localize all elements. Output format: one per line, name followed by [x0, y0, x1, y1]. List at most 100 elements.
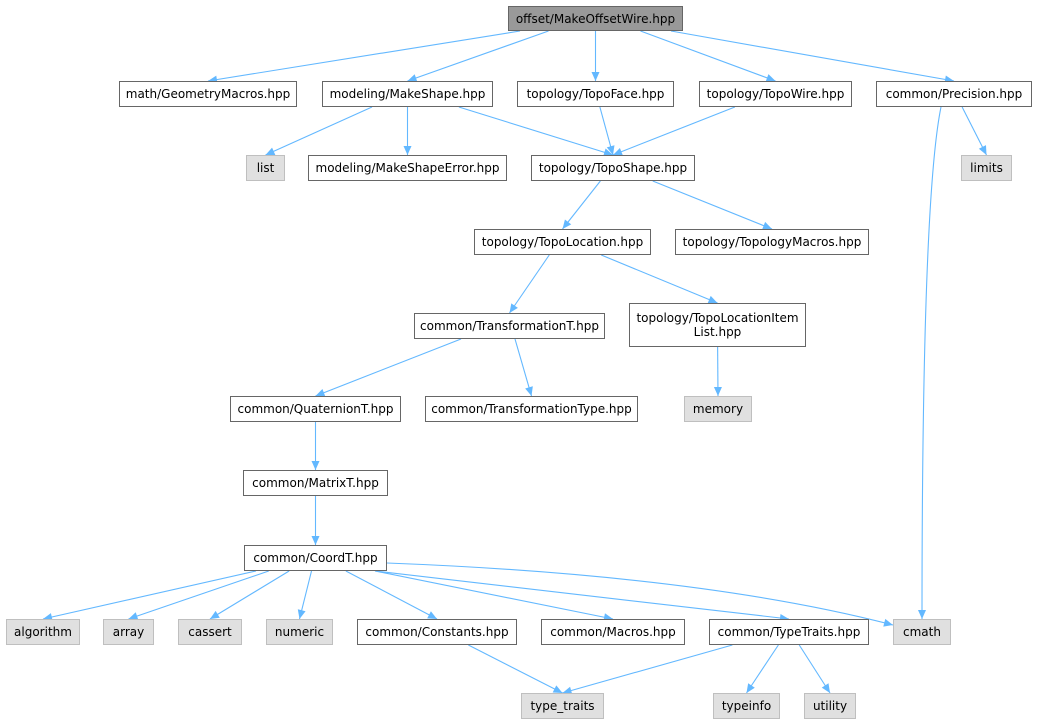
edge-root-to-topo_wire — [640, 30, 776, 82]
node-label: topology/TopoShape.hpp — [538, 161, 688, 175]
node-list[interactable]: list — [246, 155, 285, 181]
edge-topo_location-to-transformation_t — [509, 254, 550, 314]
node-label: typeinfo — [721, 699, 772, 713]
node-label: common/CoordT.hpp — [253, 551, 378, 565]
node-topo-face[interactable]: topology/TopoFace.hpp — [517, 81, 674, 107]
node-label: topology/TopoLocation.hpp — [481, 235, 644, 249]
node-transformation-type[interactable]: common/TransformationType.hpp — [425, 396, 638, 422]
edge-make_shape-to-topo_shape — [458, 106, 614, 156]
node-label: cassert — [188, 625, 232, 639]
node-label: limits — [970, 161, 1003, 175]
node-numeric[interactable]: numeric — [266, 619, 333, 645]
arrowhead-coord_t-to-cassert — [210, 610, 220, 619]
arrowhead-coord_t-to-algorithm — [43, 613, 53, 621]
arrowhead-type_traits_hpp-to-type_traits — [562, 686, 573, 695]
arrowhead-coord_t-to-array — [128, 612, 139, 620]
node-label: common/TransformationType.hpp — [431, 402, 632, 416]
arrowhead-make_shape-to-list — [265, 147, 276, 155]
node-label: common/Constants.hpp — [365, 625, 509, 639]
edge-type_traits_hpp-to-utility — [798, 644, 831, 694]
arrowhead-topo_face-to-topo_shape — [606, 145, 615, 155]
node-array[interactable]: array — [103, 619, 154, 645]
arrowhead-constants-to-type_traits — [552, 685, 563, 693]
arrowhead-type_traits_hpp-to-utility — [821, 683, 830, 693]
arrowhead-topo_location_item_list-to-memory — [713, 386, 722, 396]
node-geometry-macros[interactable]: math/GeometryMacros.hpp — [119, 81, 297, 107]
node-label: topology/TopoLocationItem List.hpp — [636, 311, 799, 339]
edge-type_traits_hpp-to-type_traits — [562, 644, 733, 694]
node-label: list — [256, 161, 275, 175]
node-label: math/GeometryMacros.hpp — [125, 87, 291, 101]
node-label: modeling/MakeShape.hpp — [329, 87, 486, 101]
arrowhead-topo_location-to-transformation_t — [509, 303, 518, 313]
edge-coord_t-to-constants — [345, 570, 438, 620]
node-cmath[interactable]: cmath — [893, 619, 951, 645]
node-make-shape-error[interactable]: modeling/MakeShapeError.hpp — [308, 155, 507, 181]
arrowhead-matrix_t-to-coord_t — [311, 536, 320, 545]
arrowhead-root-to-topo_wire — [765, 74, 776, 82]
node-topo-shape[interactable]: topology/TopoShape.hpp — [531, 155, 695, 181]
arrowhead-topo_wire-to-topo_shape — [613, 147, 623, 156]
edge-topo_location-to-topo_location_item_list — [601, 254, 718, 304]
node-macros[interactable]: common/Macros.hpp — [541, 619, 685, 645]
node-label: common/MatrixT.hpp — [252, 476, 379, 490]
node-topo-location[interactable]: topology/TopoLocation.hpp — [474, 229, 651, 255]
node-label: common/TransformationT.hpp — [420, 319, 599, 333]
arrowhead-coord_t-to-numeric — [297, 609, 306, 619]
node-make-shape[interactable]: modeling/MakeShape.hpp — [322, 81, 493, 107]
edge-topo_shape-to-topo_location — [562, 180, 601, 230]
arrowhead-root-to-make_shape — [407, 74, 418, 82]
arrowhead-topo_shape-to-topo_location — [562, 219, 572, 229]
arrowhead-root-to-topo_face — [591, 72, 600, 81]
edge-type_traits_hpp-to-typeinfo — [746, 644, 779, 694]
node-root[interactable]: offset/MakeOffsetWire.hpp — [508, 6, 683, 31]
node-topo-location-item-list[interactable]: topology/TopoLocationItem List.hpp — [629, 303, 806, 347]
node-limits[interactable]: limits — [961, 155, 1012, 181]
arrowhead-precision-to-cmath — [918, 610, 926, 619]
arrowhead-transformation_t-to-quaternion_t — [315, 388, 326, 397]
edge-precision-to-cmath — [921, 106, 942, 620]
node-transformation-t[interactable]: common/TransformationT.hpp — [414, 313, 605, 339]
node-topology-macros[interactable]: topology/TopologyMacros.hpp — [675, 229, 869, 255]
node-cassert[interactable]: cassert — [178, 619, 242, 645]
node-matrix-t[interactable]: common/MatrixT.hpp — [243, 470, 388, 496]
edge-coord_t-to-array — [128, 570, 269, 620]
node-label: offset/MakeOffsetWire.hpp — [515, 11, 676, 26]
node-type-traits-hpp[interactable]: common/TypeTraits.hpp — [709, 619, 869, 645]
edge-root-to-geometry_macros — [207, 30, 521, 82]
edge-constants-to-type_traits — [468, 644, 563, 694]
node-label: common/Macros.hpp — [550, 625, 676, 639]
edge-coord_t-to-cassert — [209, 570, 290, 620]
edge-topo_shape-to-topology_macros — [652, 180, 773, 230]
node-quaternion-t[interactable]: common/QuaternionT.hpp — [230, 396, 401, 422]
edge-coord_t-to-cmath — [386, 562, 894, 626]
node-coord-t[interactable]: common/CoordT.hpp — [244, 545, 387, 571]
node-algorithm[interactable]: algorithm — [6, 619, 80, 645]
arrowhead-make_shape-to-make_shape_error — [403, 146, 412, 155]
arrowhead-make_shape-to-topo_shape — [603, 148, 613, 157]
node-precision[interactable]: common/Precision.hpp — [876, 81, 1032, 107]
node-utility[interactable]: utility — [804, 693, 856, 719]
node-label: common/Precision.hpp — [885, 87, 1023, 101]
arrowhead-coord_t-to-constants — [427, 611, 437, 619]
edge-transformation_t-to-transformation_type — [514, 338, 533, 397]
node-memory[interactable]: memory — [684, 396, 752, 422]
node-label: type_traits — [530, 699, 595, 713]
arrowhead-quaternion_t-to-matrix_t — [311, 461, 320, 470]
edge-coord_t-to-macros — [374, 570, 614, 620]
node-topo-wire[interactable]: topology/TopoWire.hpp — [699, 81, 852, 107]
node-type-traits[interactable]: type_traits — [521, 693, 604, 719]
node-label: common/TypeTraits.hpp — [717, 625, 861, 639]
edge-coord_t-to-algorithm — [42, 570, 257, 620]
node-label: numeric — [274, 625, 325, 639]
edge-topo_wire-to-topo_shape — [612, 106, 736, 156]
node-constants[interactable]: common/Constants.hpp — [357, 619, 517, 645]
node-label: algorithm — [14, 625, 72, 639]
node-label: cmath — [903, 625, 941, 639]
edge-root-to-precision — [670, 30, 955, 82]
node-label: memory — [692, 402, 744, 416]
node-typeinfo[interactable]: typeinfo — [713, 693, 780, 719]
node-label: topology/TopoFace.hpp — [526, 87, 665, 101]
